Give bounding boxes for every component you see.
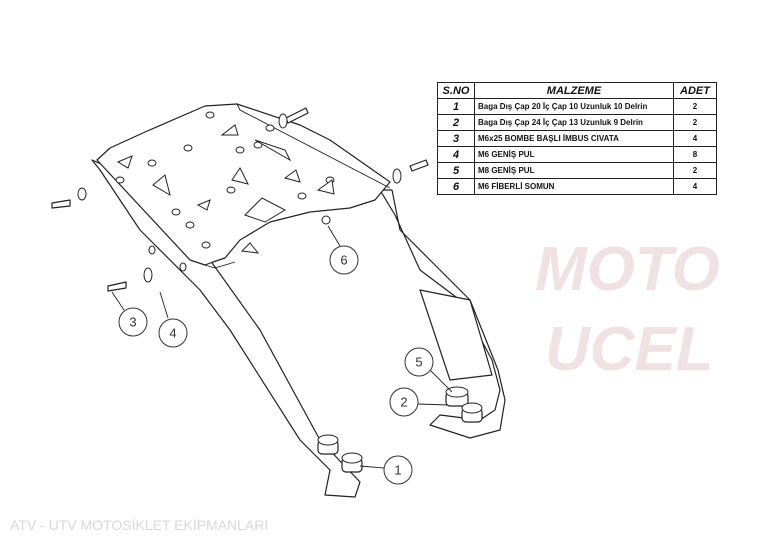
leader-lines	[111, 225, 453, 469]
row-qty: 2	[673, 114, 717, 131]
callout-3: 3	[118, 307, 148, 337]
callout-2: 2	[389, 387, 419, 417]
callout-label: 3	[129, 315, 136, 330]
row-qty: 2	[673, 162, 717, 179]
row-item: Baga Dış Çap 20 İç Çap 10 Uzunluk 10 Del…	[474, 98, 674, 115]
rack-frame	[51, 103, 506, 498]
row-no: 3	[437, 130, 475, 147]
callout-label: 6	[340, 253, 347, 268]
row-qty: 4	[673, 178, 717, 195]
watermark-brand-line2: UCEL	[545, 315, 714, 384]
row-qty: 4	[673, 130, 717, 147]
callout-4: 4	[158, 318, 188, 348]
row-qty: 2	[673, 98, 717, 115]
row-item: Baga Dış Çap 24 İç Çap 13 Uzunluk 9 Delr…	[474, 114, 674, 131]
row-no: 6	[437, 178, 475, 195]
row-qty: 8	[673, 146, 717, 163]
callout-label: 5	[415, 355, 422, 370]
callout-label: 2	[400, 395, 407, 410]
table-header-row: S.NO MALZEME ADET	[437, 82, 717, 99]
row-item: M6 GENİŞ PUL	[474, 146, 674, 163]
callout-1: 1	[383, 455, 413, 485]
row-item: M6x25 BOMBE BAŞLI İMBUS CIVATA	[474, 130, 674, 147]
bushings	[317, 386, 483, 473]
bolts-washers	[51, 107, 429, 292]
row-item: M6 FİBERLİ SOMUN	[474, 178, 674, 195]
callout-5: 5	[404, 347, 434, 377]
callout-label: 1	[394, 463, 401, 478]
row-no: 4	[437, 146, 475, 163]
row-item: M8 GENİŞ PUL	[474, 162, 674, 179]
callout-label: 4	[169, 326, 176, 341]
watermark-brand-line1: MOTO	[535, 235, 720, 304]
row-no: 2	[437, 114, 475, 131]
header-sno: S.NO	[437, 82, 475, 99]
row-no: 5	[437, 162, 475, 179]
header-malzeme: MALZEME	[474, 82, 674, 99]
header-adet: ADET	[673, 82, 717, 99]
mounting-holes	[115, 111, 335, 272]
row-no: 1	[437, 98, 475, 115]
watermark-tagline: ATV - UTV MOTOSİKLET EKİPMANLARI	[10, 516, 268, 533]
callout-6: 6	[329, 245, 359, 275]
watermark: MOTO UCEL ATV - UTV MOTOSİKLET EKİPMANLA…	[10, 235, 720, 533]
